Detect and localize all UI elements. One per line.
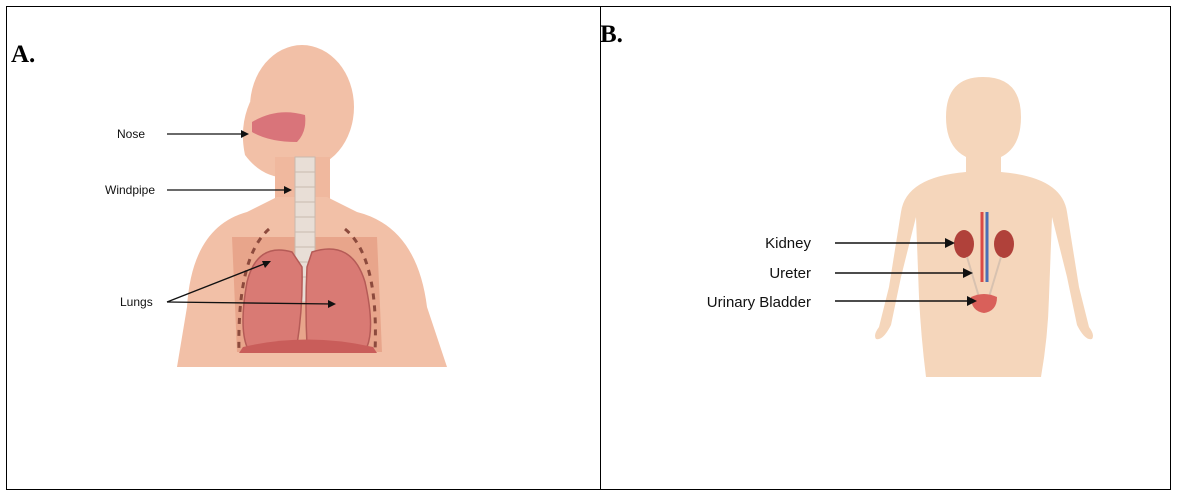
respiratory-system-diagram: Nose Windpipe Lungs — [7, 7, 600, 489]
ureter-label: Ureter — [769, 265, 811, 282]
body-silhouette — [875, 77, 1093, 377]
left-kidney — [954, 230, 974, 258]
nose-label: Nose — [117, 127, 145, 141]
urinary-system-diagram: Kidney Ureter Urinary Bladder — [601, 7, 1170, 489]
right-kidney — [994, 230, 1014, 258]
figure-table: A. — [6, 6, 1171, 490]
bladder-label: Urinary Bladder — [707, 294, 811, 311]
kidney-label: Kidney — [765, 235, 811, 252]
windpipe-label: Windpipe — [105, 183, 155, 197]
lungs-label: Lungs — [120, 295, 153, 309]
